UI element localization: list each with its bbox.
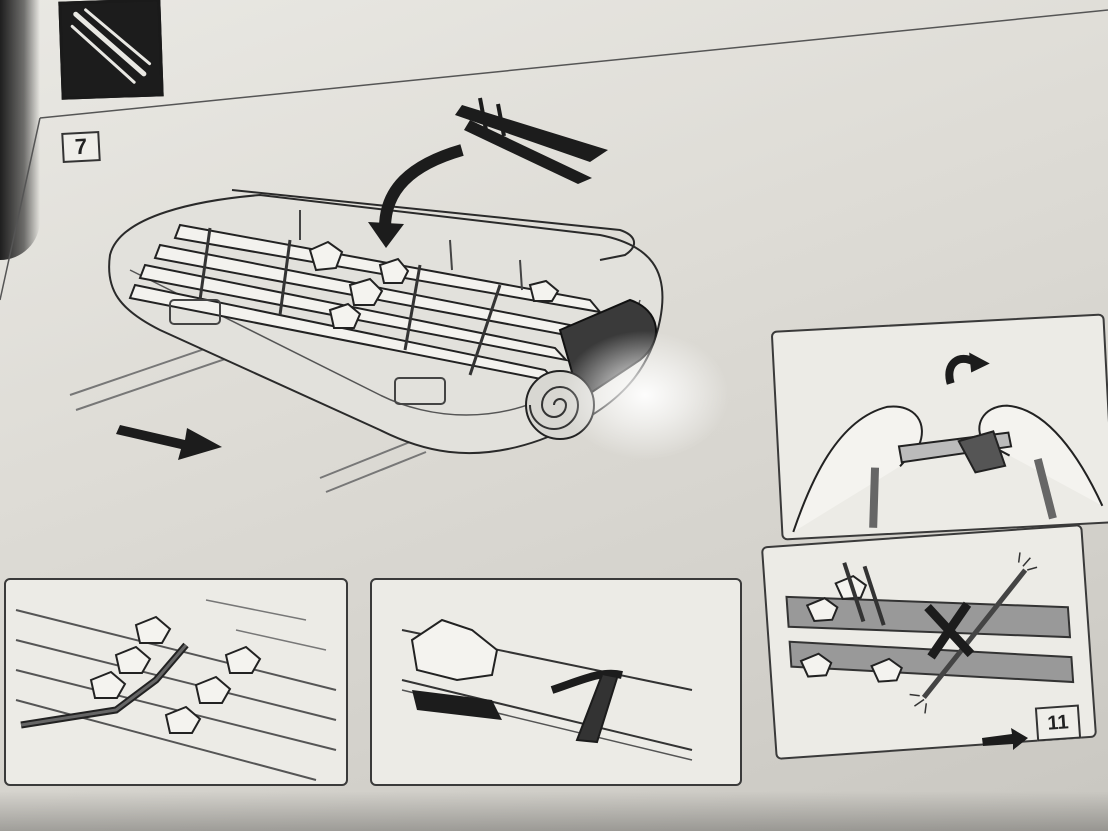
roof-bar-front: [319, 437, 427, 493]
panel-binding-strap: [4, 578, 348, 786]
forward-direction-arrow-icon: [116, 425, 222, 460]
page-shadow: [0, 0, 40, 260]
panel-strap-tighten: [770, 313, 1108, 541]
box-clamps: [169, 210, 523, 405]
ski-boot-binding: [410, 618, 499, 682]
next-step-badge: 11: [1034, 704, 1082, 742]
ski-straps: [198, 227, 502, 376]
curved-down-arrow-head: [368, 222, 404, 248]
curved-down-arrow-icon: [379, 144, 464, 229]
left-hand: [792, 405, 923, 533]
roof-box-lid-edge: [231, 189, 635, 261]
ski-category-icon: [58, 0, 164, 100]
page-bottom-shadow: [0, 791, 1108, 831]
hook-icon: [550, 669, 623, 694]
ski-bindings: [308, 240, 560, 329]
panel-ski-hook: [370, 578, 742, 786]
next-step-arrow-icon: [982, 728, 1028, 750]
cross-x-icon: [924, 601, 975, 660]
skis-pair-icon: [455, 97, 608, 184]
right-hand: [978, 404, 1104, 507]
panel-wrong-crossing: [760, 524, 1098, 760]
